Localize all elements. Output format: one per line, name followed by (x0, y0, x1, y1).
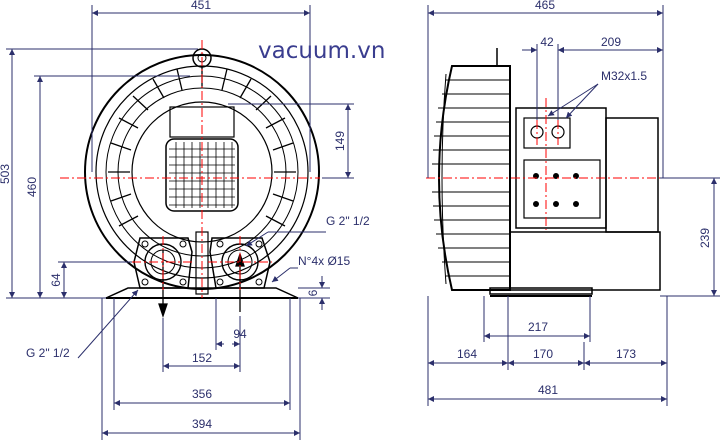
port-label-top: G 2" 1/2 (326, 214, 370, 228)
side-centerlines (426, 98, 700, 230)
dim-6: 6 (306, 289, 320, 296)
dim-209: 209 (601, 35, 621, 49)
dim-152: 152 (192, 351, 212, 365)
dim-451: 451 (191, 0, 211, 12)
fan-cover-ribs (432, 73, 510, 285)
blower-housing (84, 54, 320, 290)
dim-94: 94 (233, 327, 247, 341)
dim-149: 149 (333, 131, 347, 151)
side-view (426, 48, 700, 297)
thread-label: M32x1.5 (601, 69, 647, 83)
dim-356: 356 (192, 387, 212, 401)
dim-164: 164 (457, 347, 477, 361)
dim-170: 170 (533, 347, 553, 361)
motor-body (605, 117, 659, 233)
fan-cover (438, 65, 511, 291)
watermark: vacuum.vn (258, 38, 385, 64)
dim-460: 460 (25, 177, 39, 197)
terminal-screws (533, 173, 579, 207)
front-view (60, 40, 320, 319)
port-label-bottom: G 2" 1/2 (26, 346, 70, 360)
side-dimension-lines (427, 5, 720, 406)
dim-503: 503 (0, 164, 12, 184)
dim-239: 239 (698, 228, 712, 248)
front-centerlines (60, 40, 320, 298)
base-frame (509, 231, 661, 291)
dim-42: 42 (540, 35, 554, 49)
dim-481: 481 (538, 383, 558, 397)
holes-label: N°4x Ø15 (298, 254, 350, 268)
housing-fins (108, 66, 296, 227)
terminal-box (515, 107, 607, 229)
dim-217: 217 (528, 320, 548, 334)
dim-465: 465 (535, 0, 555, 12)
dim-64: 64 (49, 273, 63, 287)
dim-394: 394 (192, 417, 212, 431)
front-dimension-lines (6, 5, 354, 440)
dim-173: 173 (616, 347, 636, 361)
